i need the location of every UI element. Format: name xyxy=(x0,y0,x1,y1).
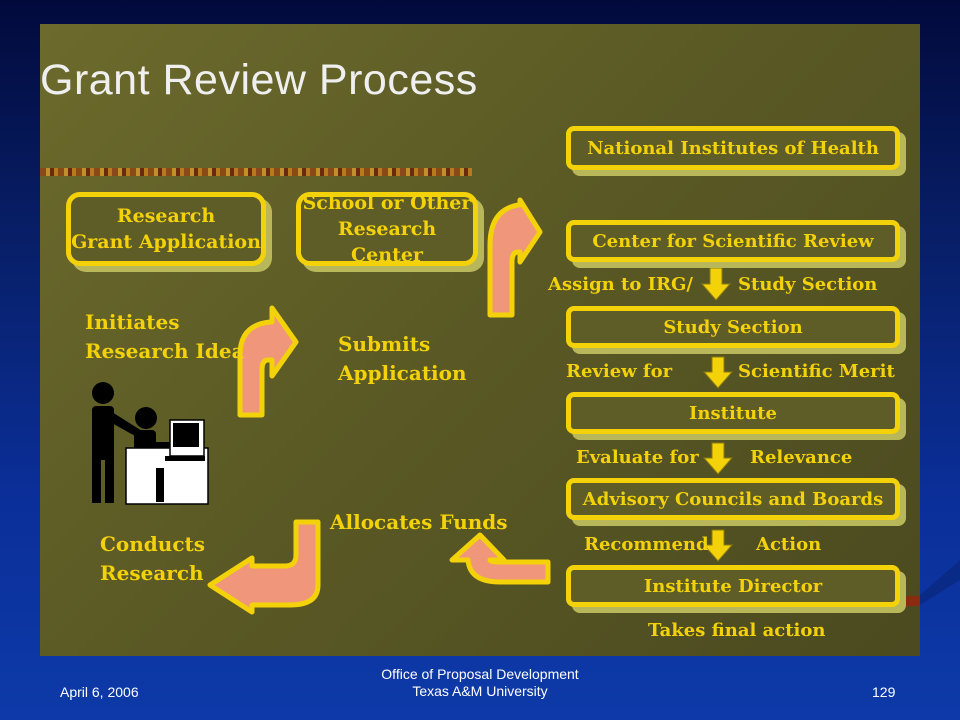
down-arrow-4 xyxy=(702,529,734,562)
csr-label: Center for Scientific Review xyxy=(592,230,874,252)
footer-date: April 6, 2006 xyxy=(60,684,139,700)
initiates-line2: Research Idea xyxy=(85,339,245,363)
director-box: Institute Director xyxy=(566,565,900,607)
review-right-label: Scientific Merit xyxy=(738,361,895,382)
submits-label: Submits Application xyxy=(338,330,467,388)
institute-box: Institute xyxy=(566,392,900,434)
recommend-right-label: Action xyxy=(756,534,822,555)
down-arrow-3 xyxy=(702,442,734,475)
initiates-line1: Initiates xyxy=(85,310,180,334)
footer-office-line1: Office of Proposal Development xyxy=(381,666,579,682)
submits-line2: Application xyxy=(338,361,467,385)
arrow-initiate-to-submit xyxy=(237,305,299,418)
research-grant-line2: Grant Application xyxy=(71,231,261,253)
initiates-label: Initiates Research Idea xyxy=(85,308,245,366)
conducts-line1: Conducts xyxy=(100,532,205,556)
arrow-submit-to-nih xyxy=(487,197,543,318)
assign-left-label: Assign to IRG/ xyxy=(548,274,693,295)
conducts-label: Conducts Research xyxy=(100,530,205,588)
nih-label: National Institutes of Health xyxy=(587,137,879,159)
study-section-box: Study Section xyxy=(566,306,900,348)
study-section-label: Study Section xyxy=(663,316,803,338)
advisory-box: Advisory Councils and Boards xyxy=(566,478,900,520)
final-action-label: Takes final action xyxy=(648,620,826,641)
footer-office-line2: Texas A&M University xyxy=(412,683,548,699)
nih-box: National Institutes of Health xyxy=(566,126,900,170)
submits-line1: Submits xyxy=(338,332,431,356)
footer-page-number: 129 xyxy=(872,684,896,700)
down-arrow-1 xyxy=(700,267,732,301)
decorative-divider xyxy=(40,168,472,176)
arrow-director-to-funds xyxy=(449,532,551,585)
recommend-left-label: Recommend xyxy=(584,534,709,555)
school-center-line2: Research Center xyxy=(337,218,437,266)
director-label: Institute Director xyxy=(643,575,823,597)
csr-box: Center for Scientific Review xyxy=(566,220,900,262)
footer-office: Office of Proposal Development Texas A&M… xyxy=(330,666,630,700)
arrow-funds-to-conduct xyxy=(207,519,321,615)
review-left-label: Review for xyxy=(566,361,673,382)
evaluate-left-label: Evaluate for xyxy=(576,447,699,468)
assign-right-label: Study Section xyxy=(738,274,878,295)
conducts-line2: Research xyxy=(100,561,204,585)
advisory-label: Advisory Councils and Boards xyxy=(582,488,884,510)
school-center-line1: School or Other xyxy=(302,192,472,214)
evaluate-right-label: Relevance xyxy=(750,447,853,468)
slide-title: Grant Review Process xyxy=(40,56,478,104)
down-arrow-2 xyxy=(702,356,734,389)
institute-label: Institute xyxy=(689,402,777,424)
allocates-label: Allocates Funds xyxy=(330,510,508,534)
research-grant-line1: Research xyxy=(116,205,216,227)
